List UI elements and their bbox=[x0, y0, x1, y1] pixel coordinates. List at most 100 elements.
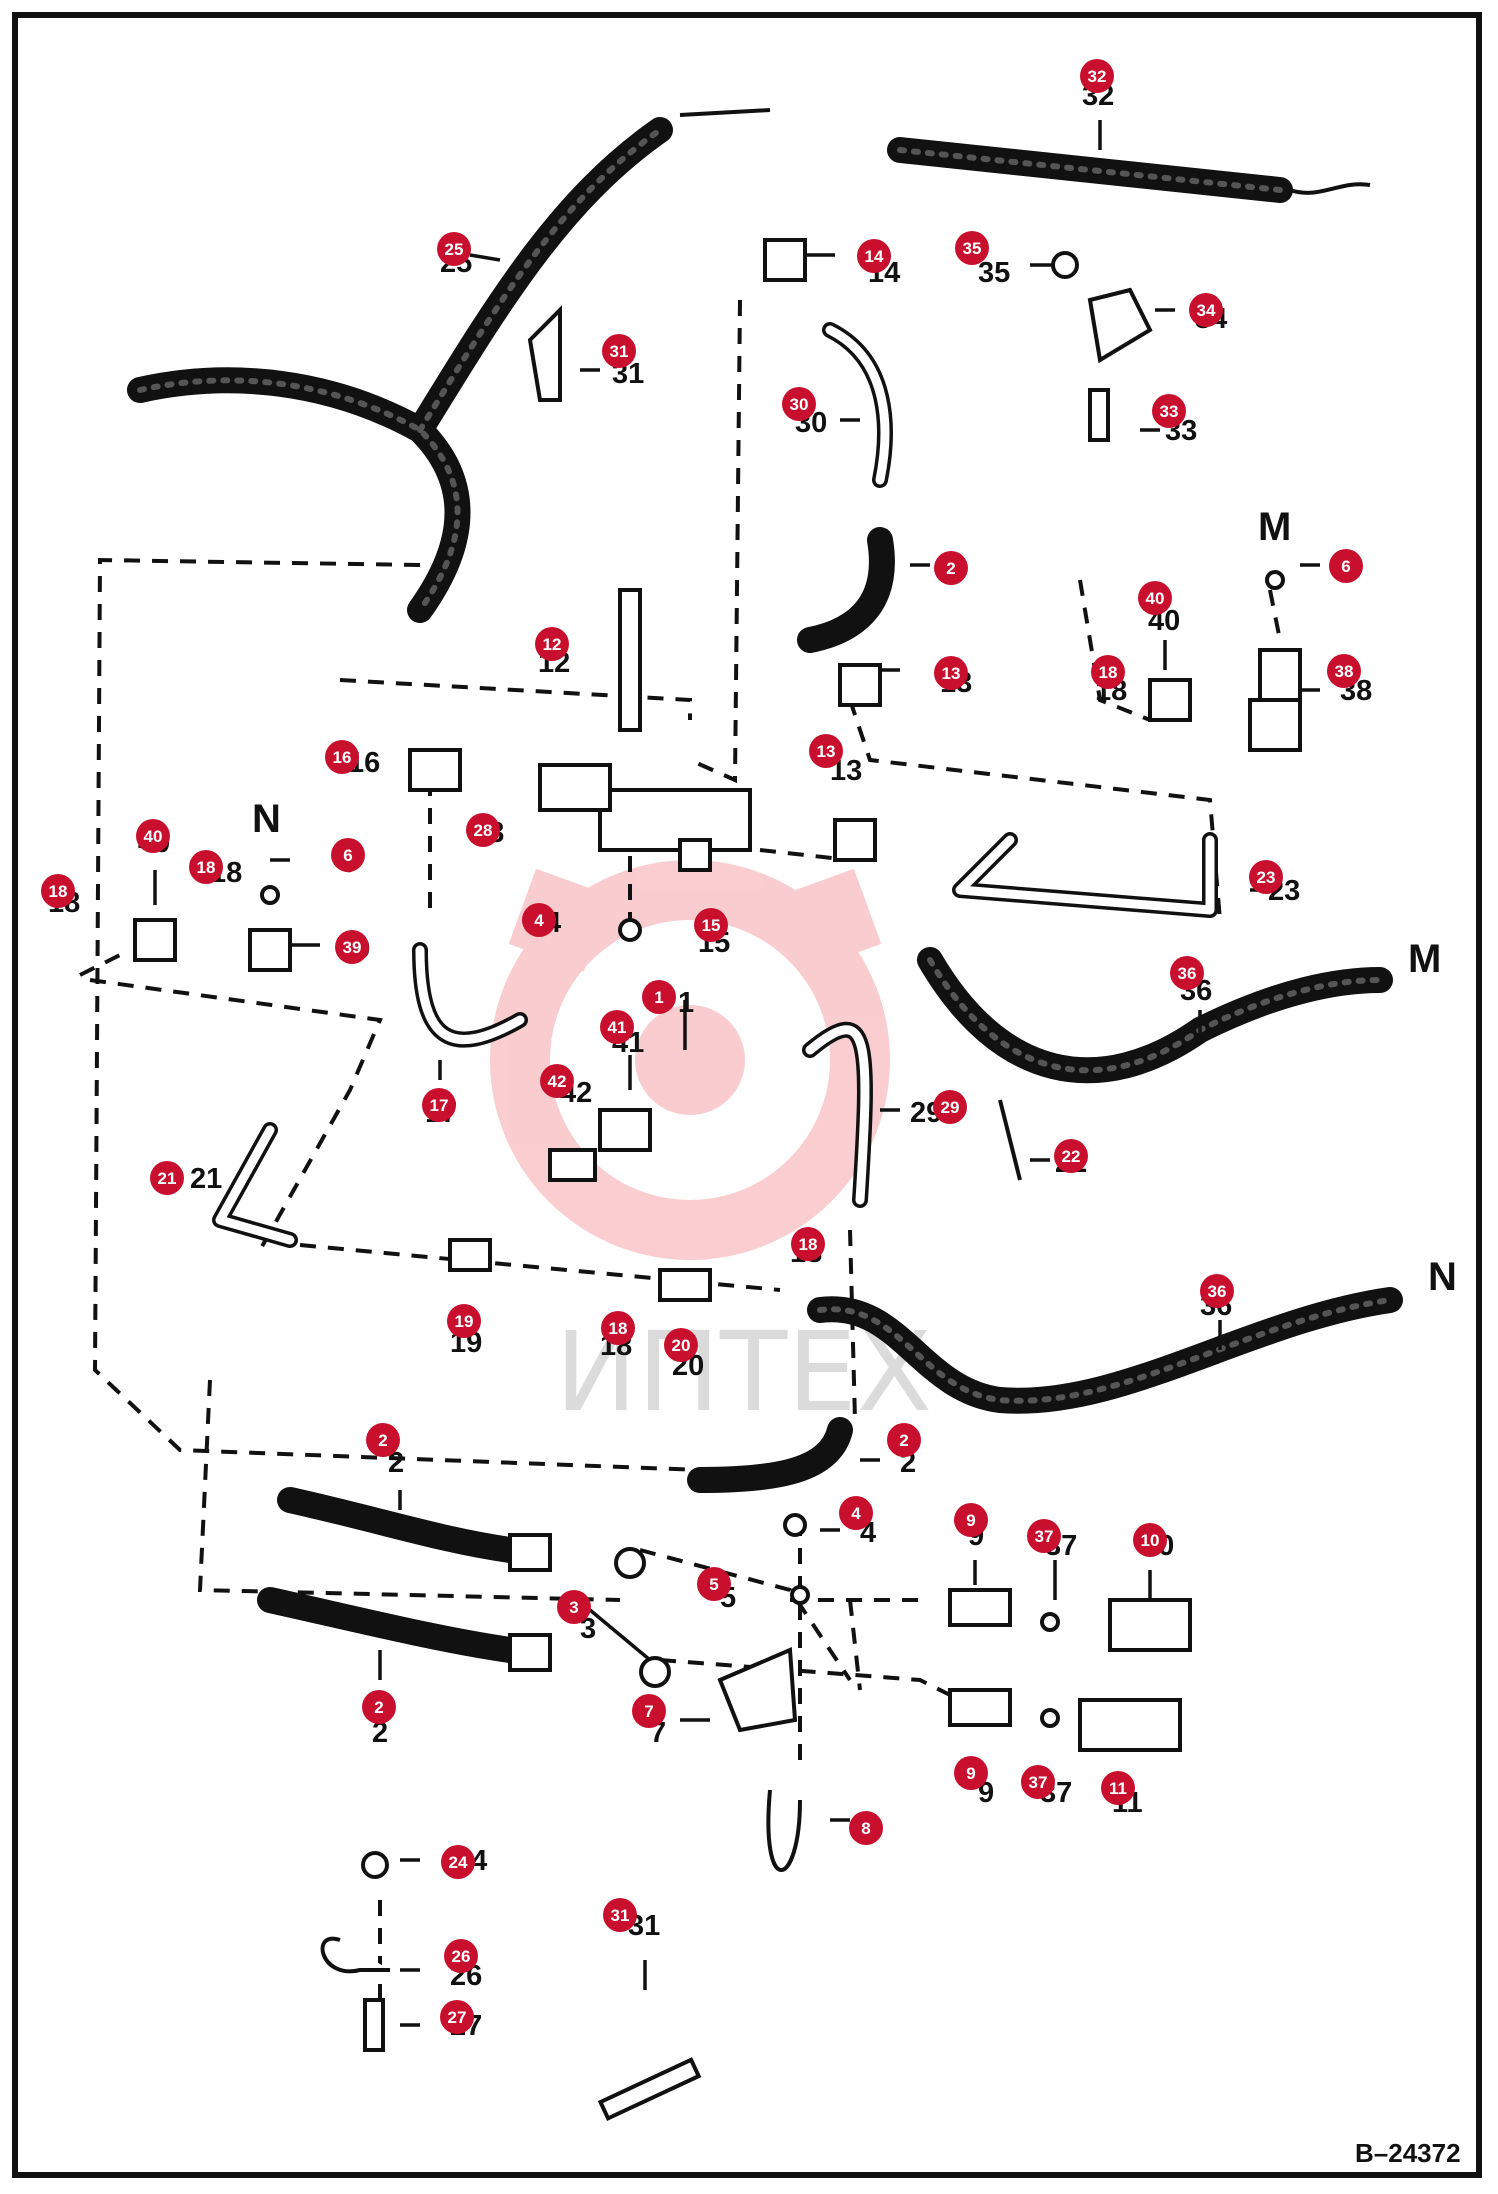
callout-4: 4 bbox=[522, 903, 556, 937]
diagram-frame bbox=[12, 12, 1482, 2178]
tube-23 bbox=[952, 832, 1218, 918]
svg-text:37: 37 bbox=[1029, 1773, 1048, 1792]
callout-27: 27 bbox=[440, 2000, 474, 2034]
svg-text:6: 6 bbox=[1341, 557, 1350, 576]
callout-11: 11 bbox=[1101, 1771, 1135, 1805]
callout-40b: 40 bbox=[136, 819, 170, 853]
callout-39: 39 bbox=[335, 930, 369, 964]
callout-13b: 13 bbox=[809, 734, 843, 768]
hose-36-m bbox=[917, 947, 1393, 1084]
callout-19: 19 bbox=[447, 1304, 481, 1338]
svg-text:25: 25 bbox=[445, 240, 464, 259]
callout-26: 26 bbox=[444, 1939, 478, 1973]
callout-2c: 2 bbox=[887, 1423, 921, 1457]
leader-lines bbox=[153, 120, 1320, 2027]
callout-24: 24 bbox=[441, 1845, 475, 1879]
svg-text:37: 37 bbox=[1035, 1527, 1054, 1546]
hose-2-mid bbox=[687, 1417, 853, 1493]
callout-7: 7 bbox=[632, 1694, 666, 1728]
svg-text:42: 42 bbox=[548, 1072, 567, 1091]
callout-1: 1 bbox=[642, 980, 676, 1014]
svg-text:2: 2 bbox=[946, 559, 955, 578]
svg-text:40: 40 bbox=[144, 827, 163, 846]
svg-text:26: 26 bbox=[452, 1947, 471, 1966]
svg-text:14: 14 bbox=[865, 247, 884, 266]
svg-text:34: 34 bbox=[1197, 301, 1216, 320]
callout-2b: 2 bbox=[366, 1423, 400, 1457]
callout-33: 33 bbox=[1152, 394, 1186, 428]
svg-text:32: 32 bbox=[1088, 67, 1107, 86]
callout-6b: 6 bbox=[331, 838, 365, 872]
callout-18c: 18 bbox=[41, 874, 75, 908]
hose-2-lower-a bbox=[277, 1487, 552, 1572]
svg-text:18: 18 bbox=[1099, 663, 1118, 682]
callout-5: 5 bbox=[697, 1567, 731, 1601]
port-label-m-right: M bbox=[1408, 937, 1441, 981]
callout-34: 34 bbox=[1189, 293, 1223, 327]
hose-2-lower-b bbox=[257, 1587, 552, 1672]
callout-42: 42 bbox=[540, 1064, 574, 1098]
svg-text:23: 23 bbox=[1257, 868, 1276, 887]
svg-text:13: 13 bbox=[817, 742, 836, 761]
port-label-m-upper: M bbox=[1258, 505, 1291, 549]
svg-text:2: 2 bbox=[899, 1431, 908, 1450]
svg-text:1: 1 bbox=[654, 988, 663, 1007]
callout-13: 13 bbox=[934, 656, 968, 690]
svg-text:11: 11 bbox=[1109, 1779, 1127, 1798]
callout-31: 31 bbox=[602, 334, 636, 368]
callout-38: 38 bbox=[1327, 654, 1361, 688]
callout-14: 14 bbox=[857, 239, 891, 273]
callout-3: 3 bbox=[557, 1590, 591, 1624]
svg-text:7: 7 bbox=[644, 1702, 653, 1721]
callout-9b: 9 bbox=[954, 1756, 988, 1790]
callout-36: 36 bbox=[1170, 956, 1204, 990]
callout-15: 15 bbox=[694, 908, 728, 942]
part-label: 35 bbox=[978, 257, 1010, 289]
callout-37b: 37 bbox=[1021, 1765, 1055, 1799]
svg-text:31: 31 bbox=[610, 342, 629, 361]
hose-32 bbox=[679, 108, 1371, 203]
svg-text:41: 41 bbox=[608, 1018, 627, 1037]
callout-22: 22 bbox=[1054, 1139, 1088, 1173]
callout-21: 21 bbox=[150, 1161, 184, 1195]
svg-text:2: 2 bbox=[374, 1698, 383, 1717]
hose-25 bbox=[127, 117, 673, 623]
tube-29 bbox=[802, 1022, 873, 1208]
tube-21 bbox=[212, 1122, 298, 1248]
fittings bbox=[133, 238, 1302, 2122]
callout-37: 37 bbox=[1027, 1519, 1061, 1553]
svg-text:35: 35 bbox=[963, 239, 982, 258]
callout-18: 18 bbox=[1091, 655, 1125, 689]
svg-text:13: 13 bbox=[942, 664, 961, 683]
svg-text:12: 12 bbox=[543, 635, 562, 654]
callout-4b: 4 bbox=[839, 1496, 873, 1530]
callout-18d: 18 bbox=[791, 1227, 825, 1261]
svg-text:4: 4 bbox=[851, 1504, 861, 1523]
callout-31b: 31 bbox=[603, 1898, 637, 1932]
port-labels: M M N N bbox=[252, 505, 1457, 1299]
callout-17: 17 bbox=[422, 1088, 456, 1122]
callout-36b: 36 bbox=[1200, 1274, 1234, 1308]
svg-text:39: 39 bbox=[343, 938, 362, 957]
callout-30: 30 bbox=[782, 387, 816, 421]
svg-text:10: 10 bbox=[1141, 1531, 1160, 1550]
svg-text:2: 2 bbox=[378, 1431, 387, 1450]
callout-8: 8 bbox=[849, 1811, 883, 1845]
svg-text:4: 4 bbox=[534, 911, 544, 930]
part-label: 21 bbox=[190, 1163, 222, 1195]
callout-40: 40 bbox=[1138, 581, 1172, 615]
svg-text:17: 17 bbox=[430, 1096, 449, 1115]
svg-text:9: 9 bbox=[966, 1511, 975, 1530]
callout-23: 23 bbox=[1249, 860, 1283, 894]
hose-36-n bbox=[807, 1287, 1403, 1414]
part-label: 2 bbox=[372, 1717, 388, 1749]
svg-text:24: 24 bbox=[449, 1853, 468, 1872]
callout-16: 16 bbox=[325, 740, 359, 774]
svg-text:3: 3 bbox=[569, 1598, 578, 1617]
callout-35: 35 bbox=[955, 231, 989, 265]
svg-text:6: 6 bbox=[343, 846, 352, 865]
part-label: 1 bbox=[678, 987, 694, 1019]
callout-29: 29 bbox=[933, 1090, 967, 1124]
